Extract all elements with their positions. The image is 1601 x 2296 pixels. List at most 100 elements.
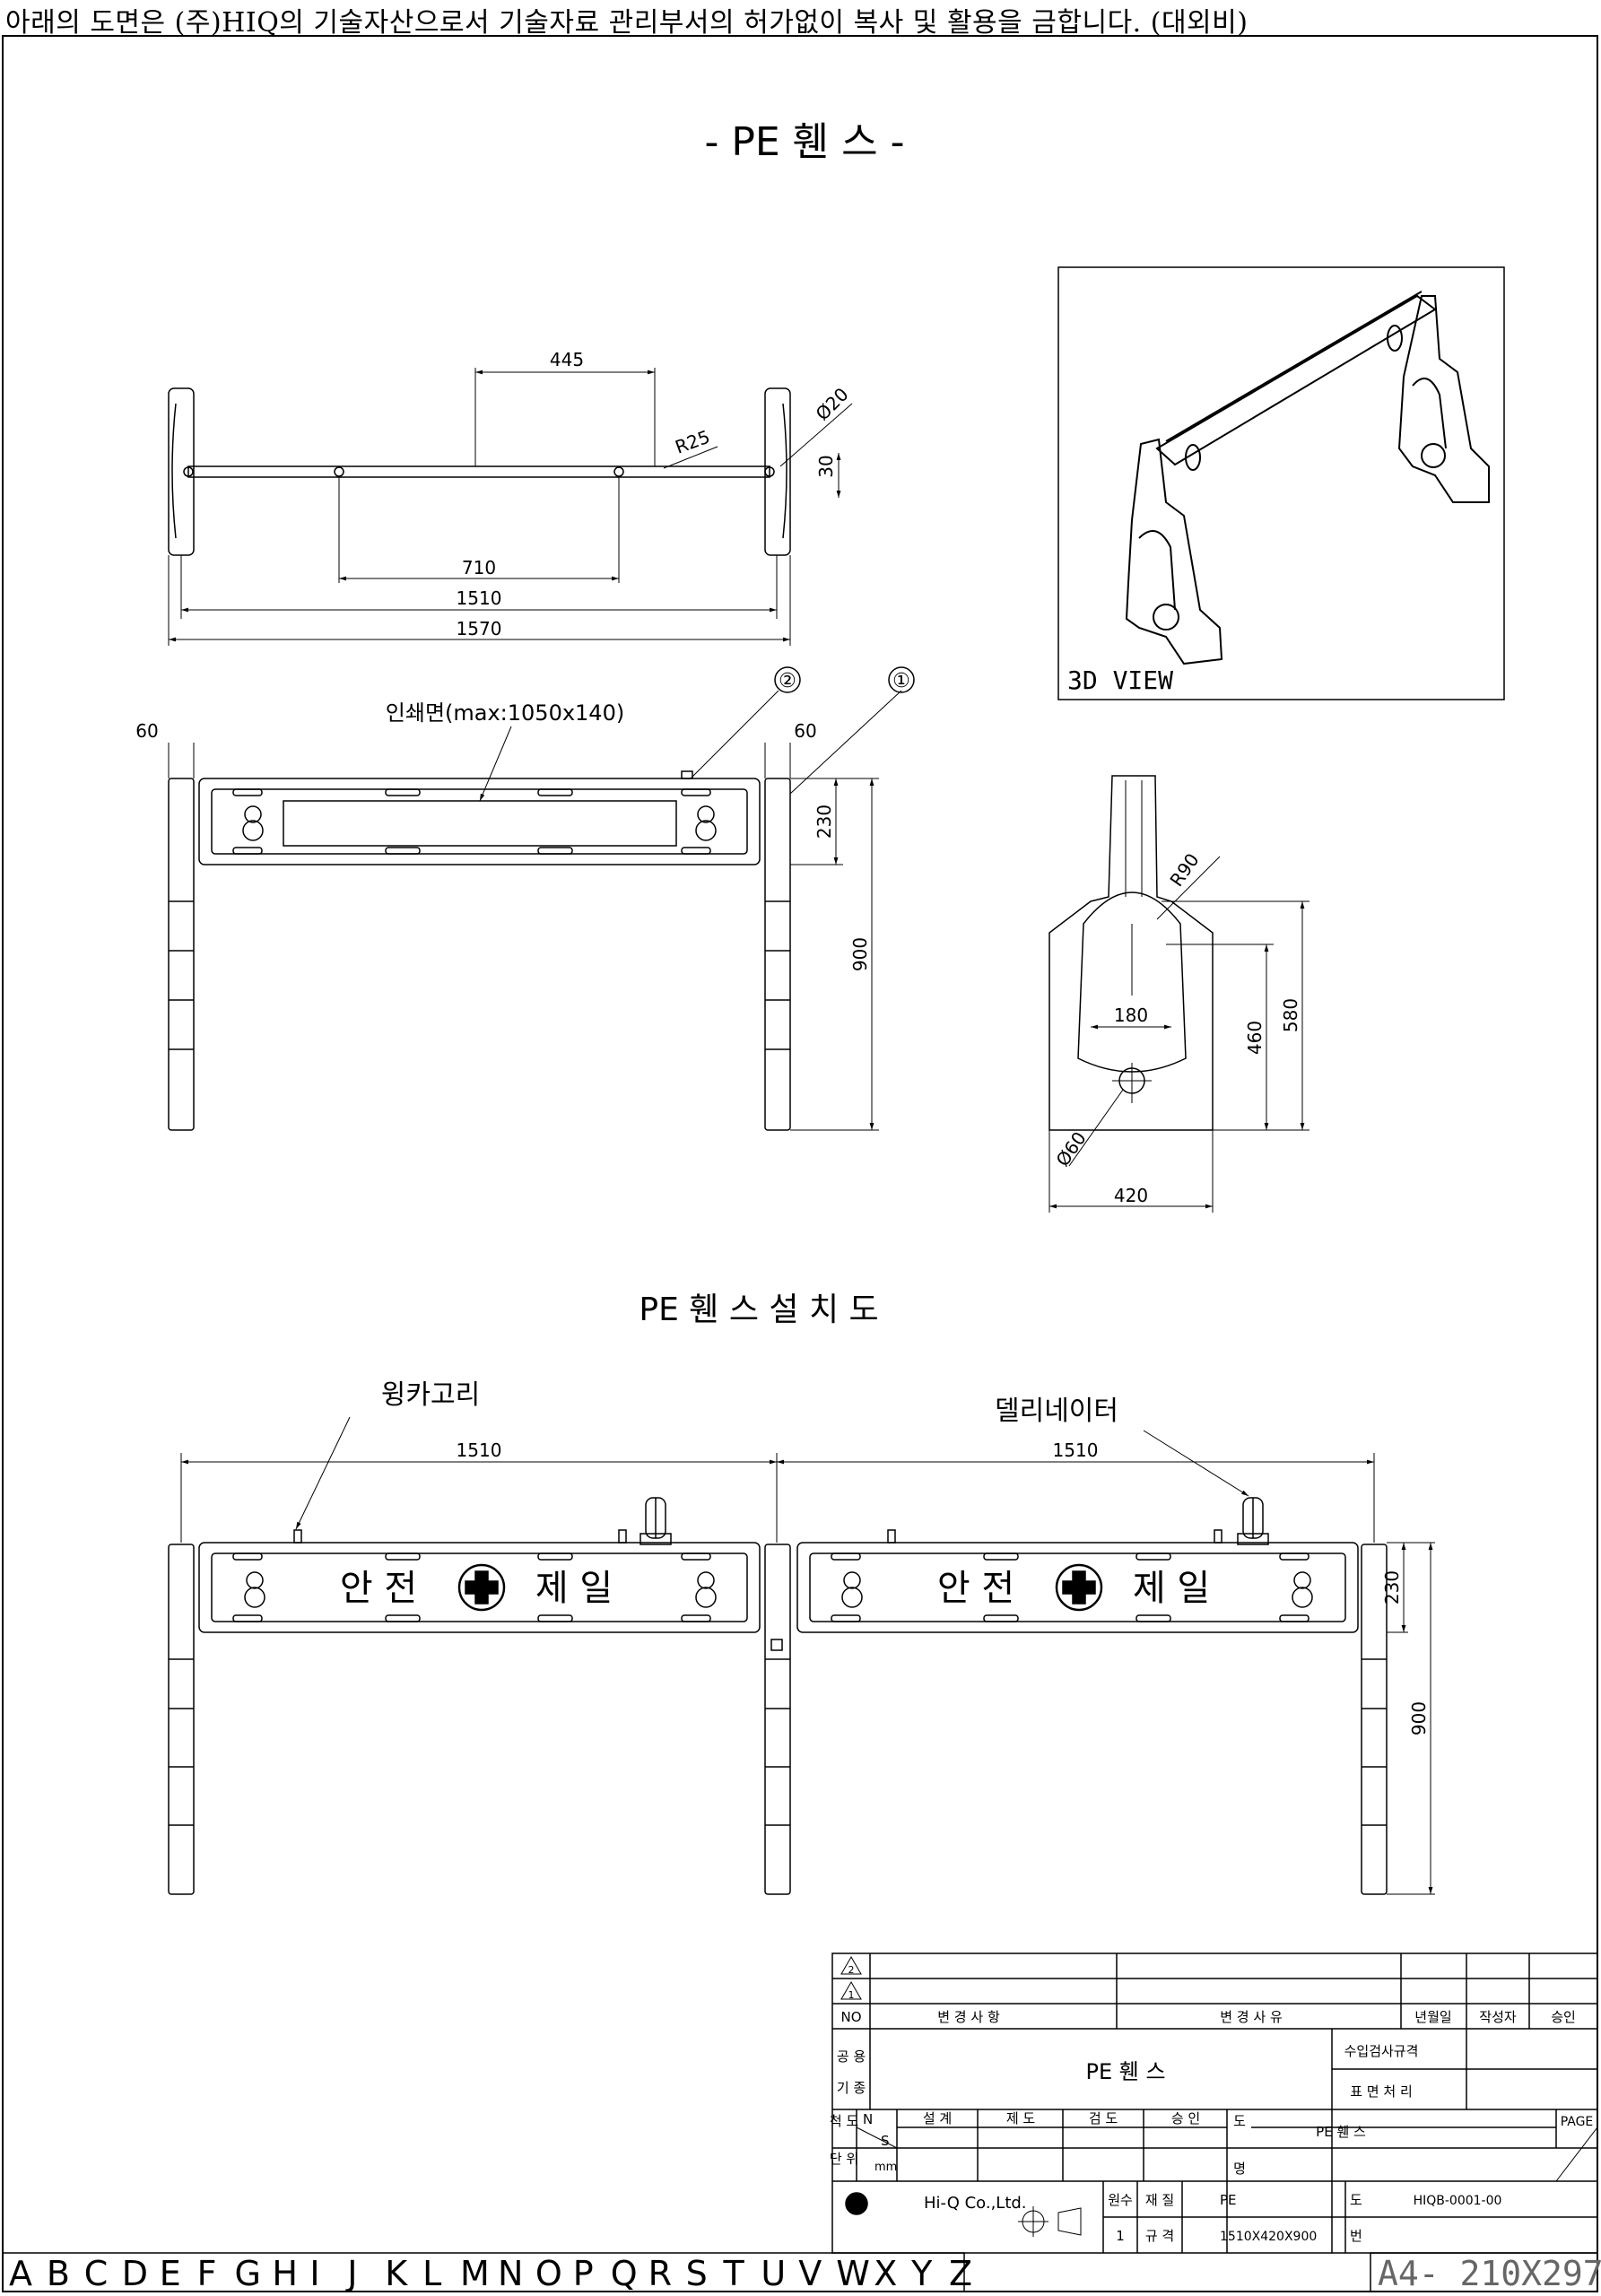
install-panel-1-inner <box>211 1552 748 1622</box>
rev-mark-1: 1 <box>848 1989 855 2001</box>
slot <box>681 788 711 796</box>
slot <box>681 1614 711 1622</box>
front-view-right-post <box>764 778 791 1131</box>
view3d-left-stand <box>1125 438 1223 665</box>
spec-label: 규 격 <box>1145 2228 1174 2244</box>
leader-phi60 <box>1068 1089 1124 1167</box>
slot <box>1135 1552 1171 1561</box>
dim-label-900: 900 <box>1408 1701 1430 1735</box>
slot <box>232 1552 263 1561</box>
role-drafting: 제 도 <box>1006 2110 1036 2126</box>
top-view <box>168 368 853 646</box>
footer-letter: D <box>122 2254 148 2293</box>
slot <box>831 1614 861 1622</box>
footer-letter: W <box>836 2254 870 2293</box>
footer-letter: O <box>535 2254 562 2293</box>
leader-phi20 <box>779 403 853 467</box>
drawing-name: PE 휀 스 <box>1316 2124 1366 2140</box>
top-view-rail <box>187 465 770 478</box>
revision-triangle-2 <box>840 1956 862 1975</box>
slot <box>831 1552 861 1561</box>
install-panel-2-keyhole-right <box>1293 1571 1311 1589</box>
beon-label: 번 <box>1350 2228 1362 2244</box>
install-post-3 <box>1361 1544 1388 1895</box>
dim-label-230: 230 <box>1381 1570 1403 1605</box>
view3d-frame <box>1057 266 1505 700</box>
slot <box>232 1614 263 1622</box>
footer-letter: R <box>648 2254 672 2293</box>
install-post-2 <box>764 1544 791 1895</box>
dim-label-420: 420 <box>1114 1185 1148 1206</box>
top-view-hole-right <box>613 466 624 477</box>
header-author: 작성자 <box>1479 2009 1517 2025</box>
slot <box>1135 1614 1171 1622</box>
page-label: PAGE <box>1561 2115 1594 2129</box>
dim-label-r25: R25 <box>673 426 713 458</box>
slot <box>681 847 711 855</box>
slot <box>983 1614 1019 1622</box>
footer-letter: S <box>686 2254 708 2293</box>
dim-label-1510-b: 1510 <box>1053 1439 1099 1461</box>
slot <box>983 1552 1019 1561</box>
scale-s: S <box>881 2133 890 2149</box>
install-title: PE 휀 스 설 치 도 <box>639 1292 878 1328</box>
gongyong-label: 공 용 <box>837 2048 866 2065</box>
delineator-icon <box>640 1497 672 1545</box>
panel-2-text-left: 안 전 <box>937 1568 1014 1609</box>
role-approve: 승 인 <box>1171 2110 1200 2126</box>
dim-label-1570: 1570 <box>457 618 502 639</box>
leader-r25 <box>663 446 718 469</box>
company-logo-icon <box>845 2192 868 2215</box>
install-panel-2 <box>796 1542 1359 1633</box>
dim-label-phi20: Ø20 <box>812 383 853 424</box>
projection-cone-icon <box>1057 2207 1082 2236</box>
safety-cross-shape <box>1062 1570 1096 1605</box>
panel-2-text-right: 제 일 <box>1133 1568 1210 1609</box>
footer-letter: K <box>385 2254 408 2293</box>
dim-label-1510-a: 1510 <box>457 1439 502 1461</box>
footer-letter: E <box>160 2254 181 2293</box>
myeong-label: 명 <box>1233 2161 1246 2177</box>
gijong-label: 기 종 <box>837 2080 866 2096</box>
footer-letter: P <box>573 2254 594 2293</box>
confidential-notice: 아래의 도면은 (주)HIQ의 기술자산으로서 기술자료 관리부서의 허가없이 … <box>5 7 1249 39</box>
install-panel-1-keyhole-left-lower <box>244 1587 265 1608</box>
slot <box>537 788 573 796</box>
install-panel-1-keyhole-left <box>246 1571 264 1589</box>
dim-label-180: 180 <box>1114 1004 1148 1026</box>
unit-value: mm <box>874 2161 897 2174</box>
slot <box>537 847 573 855</box>
dim-label-1510: 1510 <box>457 587 502 609</box>
dim-label-460: 460 <box>1244 1021 1266 1055</box>
dim-label-580: 580 <box>1280 998 1301 1032</box>
do-label: 도 <box>1233 2113 1246 2129</box>
print-area-label: 인쇄면(max:1050x140) <box>386 700 624 726</box>
header-approval: 승인 <box>1551 2009 1576 2025</box>
install-panel-2-keyhole-left-lower <box>841 1587 863 1608</box>
slot <box>232 788 263 796</box>
scale-diagonal <box>856 2126 898 2149</box>
slot <box>537 1614 573 1622</box>
product-title: PE 휀 스 <box>1085 2059 1165 2084</box>
leader-balloon-1 <box>789 690 902 795</box>
install-panel-1 <box>198 1542 761 1633</box>
install-post-marker <box>770 1639 783 1651</box>
inspection-label: 수입검사규격 <box>1344 2043 1419 2059</box>
slot <box>385 1552 421 1561</box>
footer-letter: B <box>47 2254 70 2293</box>
footer-letter: T <box>723 2254 745 2293</box>
rev-mark-2: 2 <box>848 1964 855 1976</box>
dim-label-phi60: Ø60 <box>1051 1127 1090 1170</box>
header-date: 년월일 <box>1414 2009 1451 2025</box>
safety-cross-icon <box>1055 1563 1103 1612</box>
front-view-keyhole-right-lower <box>695 820 717 841</box>
footer-paper-box <box>1370 2252 1598 2292</box>
view3d-keyhole-right <box>1387 325 1403 352</box>
material-value: PE <box>1220 2192 1237 2208</box>
footer-letter: I <box>309 2254 319 2293</box>
footer-letter: G <box>235 2254 261 2293</box>
footer-letter: F <box>197 2254 217 2293</box>
dim-label-230: 230 <box>814 804 835 839</box>
view3d-left-stand-arch <box>1138 530 1176 611</box>
top-view-hole-left <box>334 466 344 477</box>
